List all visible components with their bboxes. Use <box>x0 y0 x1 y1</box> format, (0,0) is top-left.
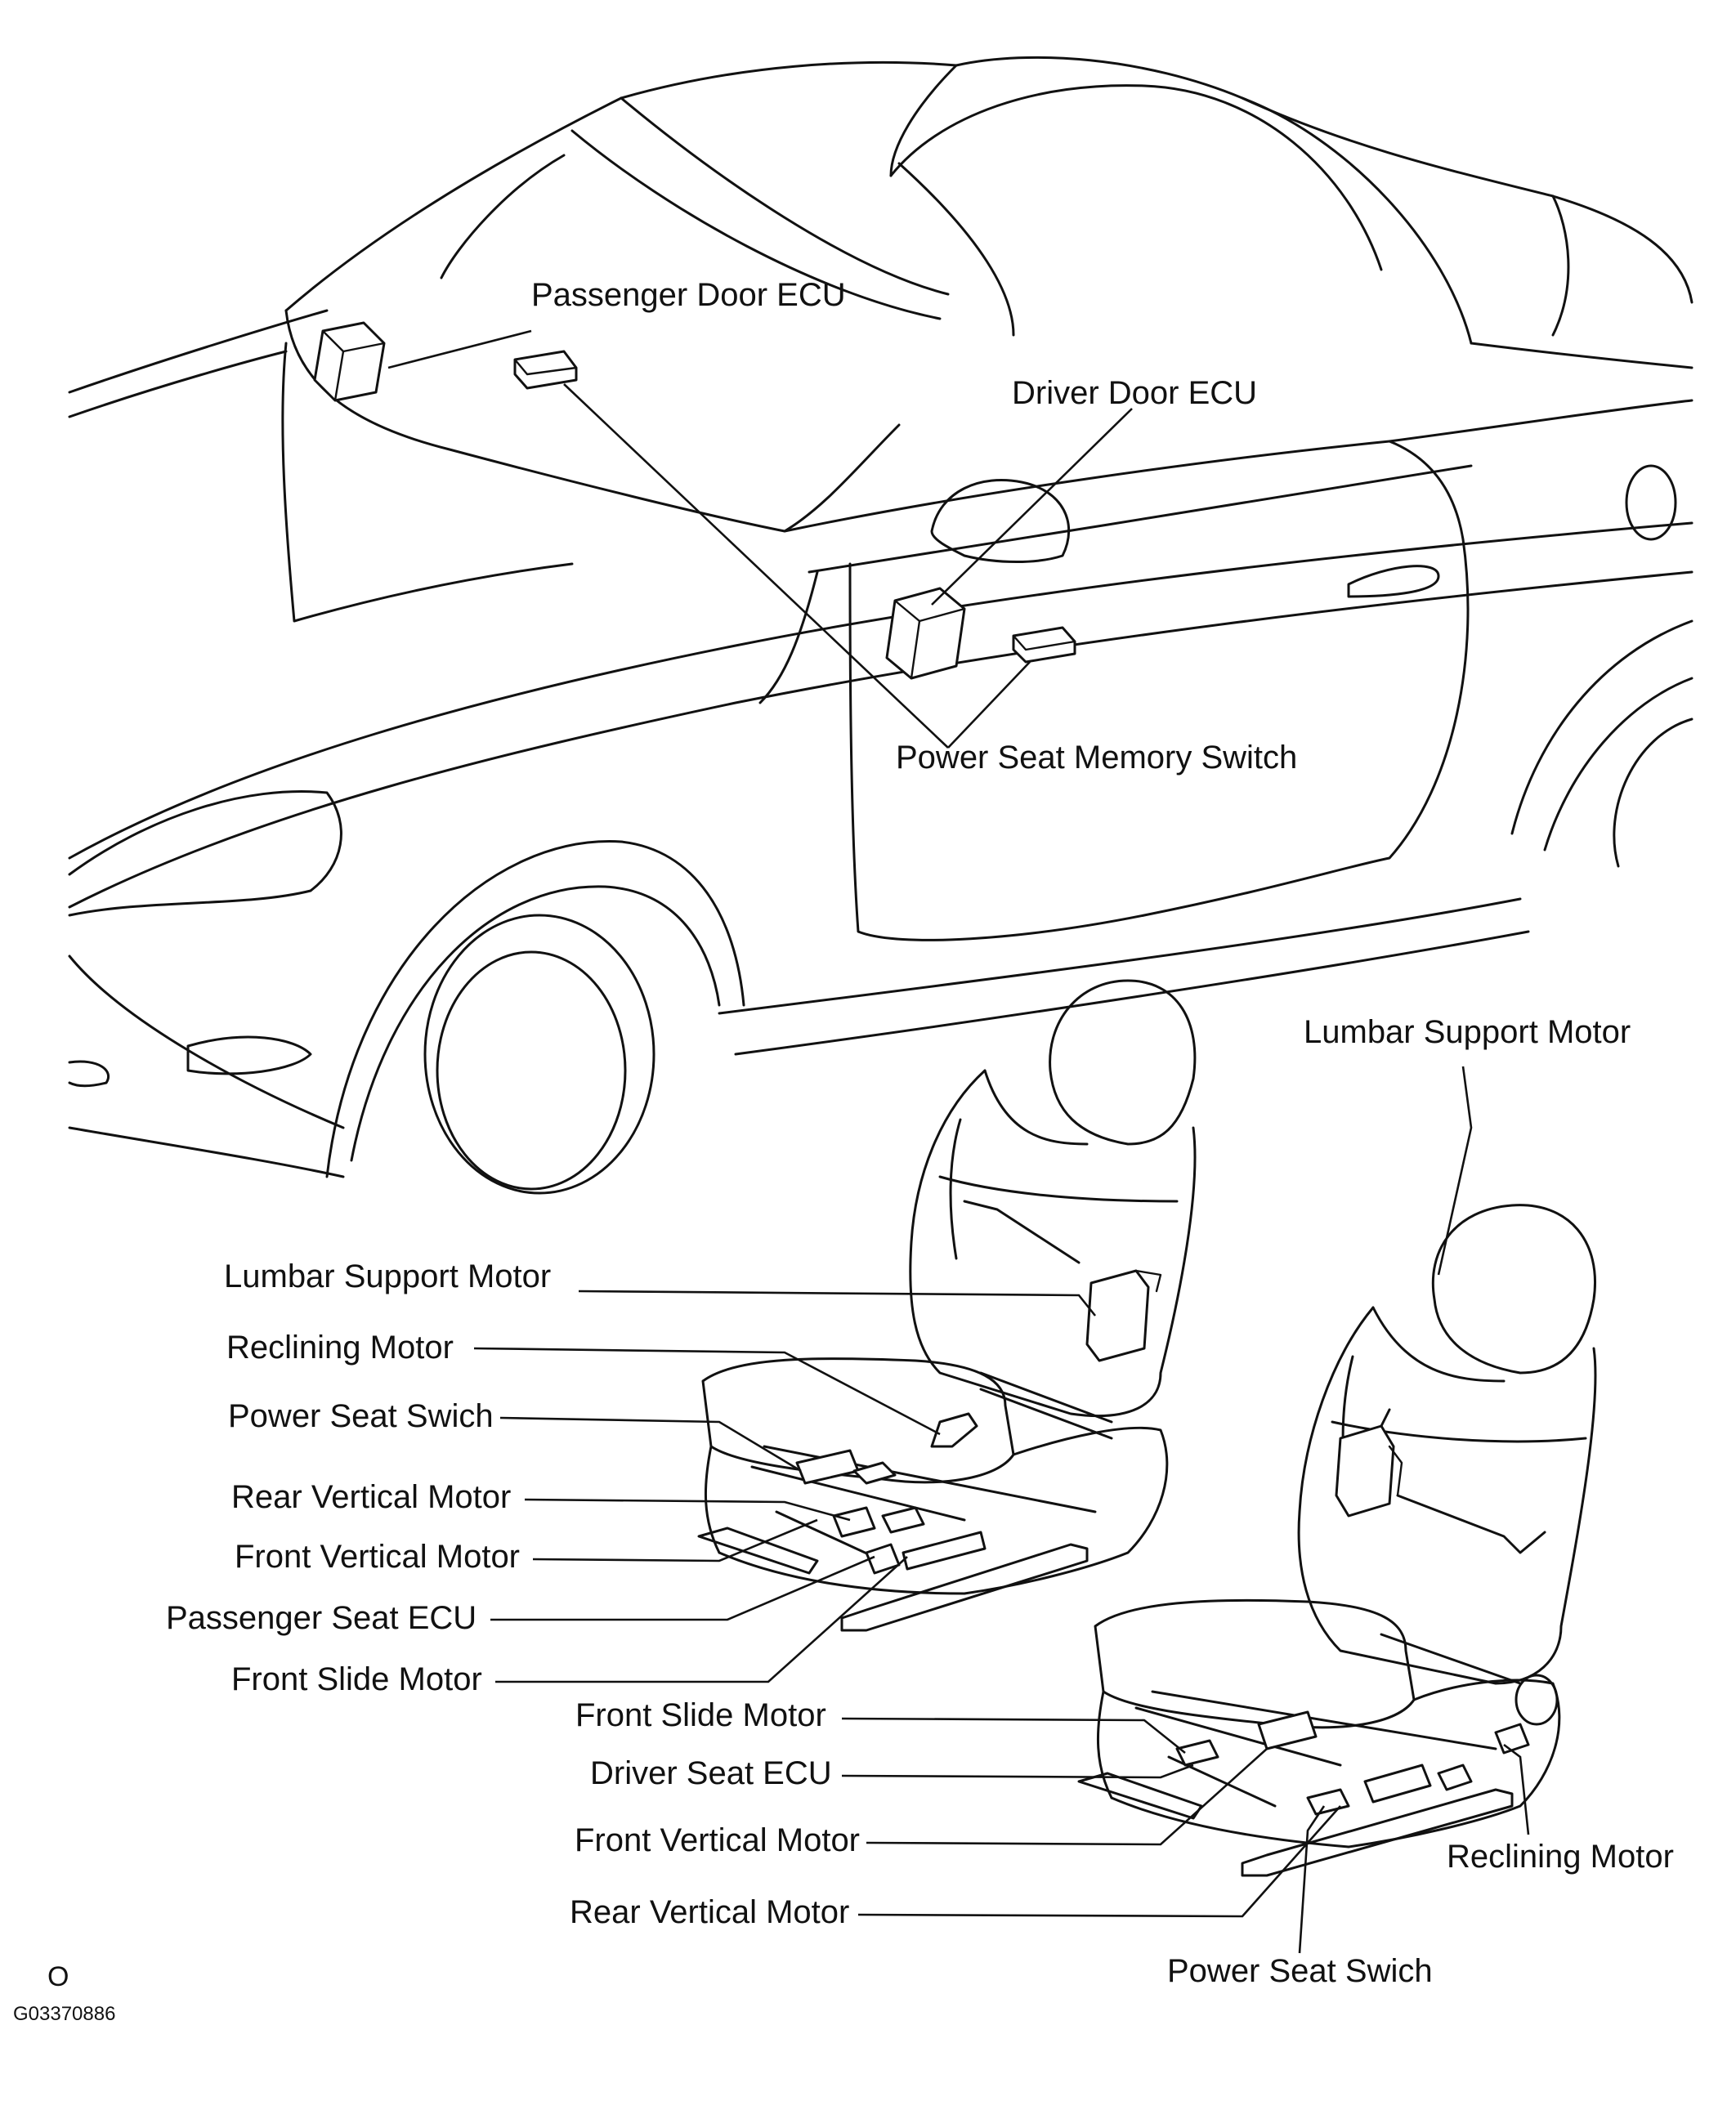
driver-seat-drawing <box>1077 1204 1597 1877</box>
driver-door-ecu-component <box>885 587 966 680</box>
label-driver-seat-ecu: Driver Seat ECU <box>590 1755 832 1791</box>
label-driver-rear-vertical-motor: Rear Vertical Motor <box>570 1894 849 1930</box>
label-driver-power-seat-switch: Power Seat Swich <box>1167 1953 1433 1989</box>
label-driver-front-slide-motor: Front Slide Motor <box>575 1697 826 1733</box>
label-passenger-rear-vertical-motor: Rear Vertical Motor <box>231 1479 511 1515</box>
label-passenger-front-slide-motor: Front Slide Motor <box>231 1661 482 1697</box>
passenger-seat-drawing <box>697 979 1197 1632</box>
car-outline <box>68 56 1693 1195</box>
corner-mark: O <box>47 1961 69 1992</box>
label-driver-reclining-motor: Reclining Motor <box>1447 1839 1674 1875</box>
label-driver-lumbar-support-motor: Lumbar Support Motor <box>1304 1014 1631 1050</box>
car-leaders <box>387 329 1133 749</box>
label-passenger-power-seat-switch: Power Seat Swich <box>228 1398 494 1434</box>
labels: Passenger Door ECU Driver Door ECU Power… <box>13 277 1674 2025</box>
driver-memory-switch-component <box>1012 626 1076 664</box>
label-passenger-reclining-motor: Reclining Motor <box>226 1330 454 1366</box>
seat-leaders <box>473 1066 1530 1954</box>
label-power-seat-memory-switch: Power Seat Memory Switch <box>896 740 1297 776</box>
label-passenger-seat-ecu: Passenger Seat ECU <box>166 1600 477 1636</box>
passenger-memory-switch-component <box>513 350 578 390</box>
passenger-door-ecu-component <box>313 321 386 402</box>
figure-code: G03370886 <box>13 2003 115 2025</box>
label-passenger-door-ecu: Passenger Door ECU <box>531 277 846 313</box>
label-passenger-lumbar-support-motor: Lumbar Support Motor <box>224 1258 551 1294</box>
label-driver-front-vertical-motor: Front Vertical Motor <box>575 1822 860 1858</box>
label-passenger-front-vertical-motor: Front Vertical Motor <box>235 1539 520 1575</box>
label-driver-door-ecu: Driver Door ECU <box>1012 375 1257 411</box>
